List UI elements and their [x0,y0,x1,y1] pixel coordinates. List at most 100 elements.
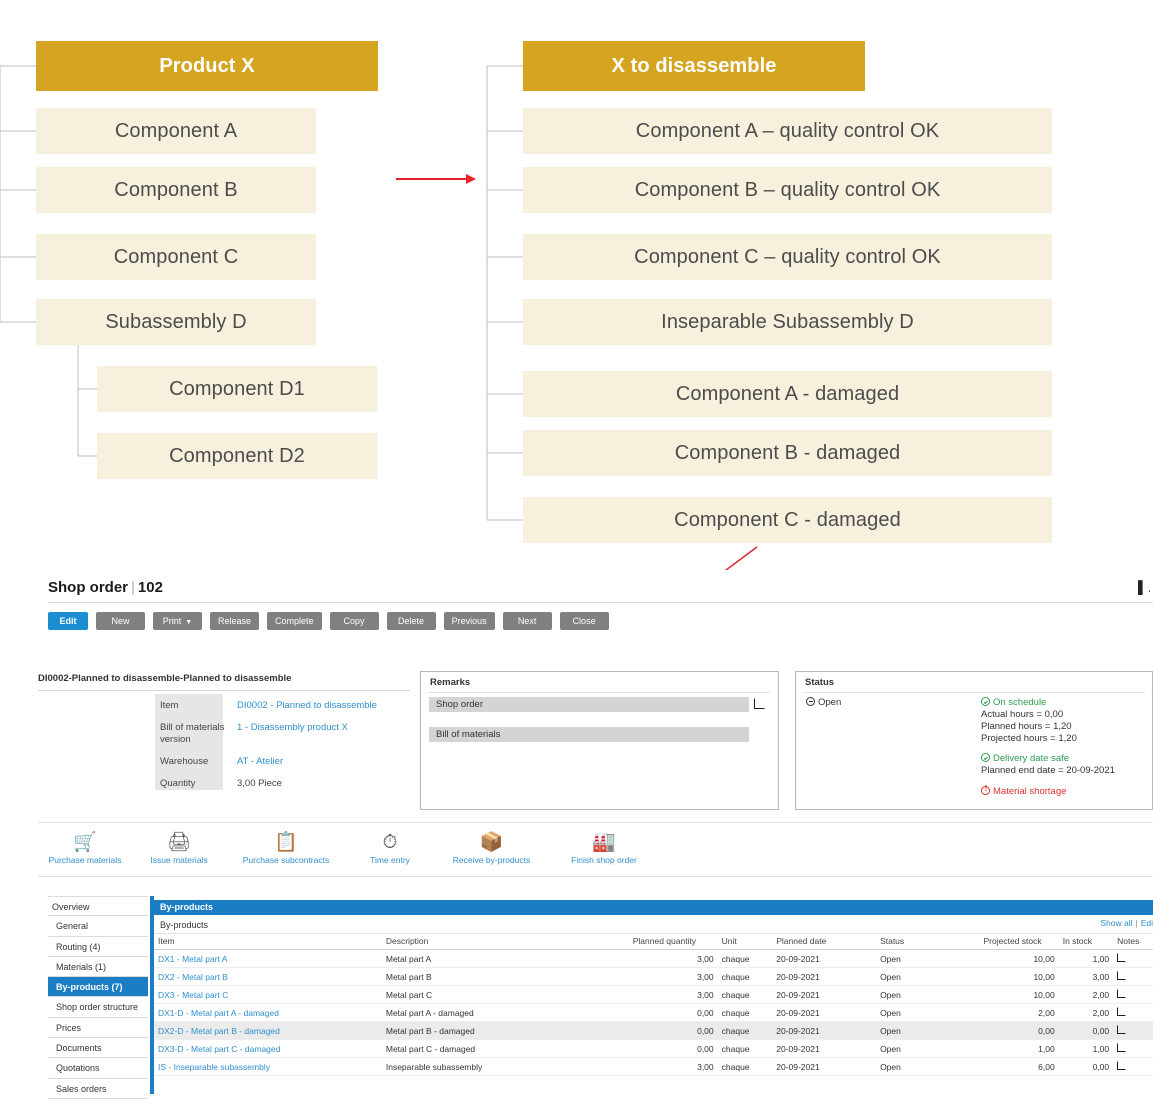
remarks-bom-field[interactable]: Bill of materials [429,727,749,742]
note-edit-icon[interactable] [1117,953,1127,962]
edit-link[interactable]: Edi [1140,918,1153,928]
cell-item[interactable]: IS - Inseparable subassembly [154,1057,382,1076]
note-edit-icon[interactable] [1117,1061,1127,1070]
cell-projected-stock[interactable]: 10,00 [979,967,1059,986]
remarks-shop-order-field[interactable]: Shop order [429,697,749,712]
cell-projected-stock[interactable]: 6,00 [979,1057,1059,1076]
cell-notes[interactable] [1113,985,1153,1004]
close-button[interactable]: Close [559,612,609,630]
sidebar-item-quotations[interactable]: Quotations [48,1058,148,1079]
cell-in-stock[interactable]: 0,00 [1058,1021,1114,1040]
purchase-subcontracts-label: Purchase subcontracts [242,855,330,865]
warehouse-value-link[interactable]: AT - Atelier [237,756,284,767]
print-button[interactable]: Print▼ [153,612,202,630]
section-sidebar: Overview General Routing (4) Materials (… [48,896,148,1099]
cell-projected-stock[interactable]: 2,00 [979,1003,1059,1022]
disassembly-diagram: Product X Component A Component B Compon… [0,41,1052,570]
cell-item[interactable]: DX2 - Metal part B [154,967,382,986]
action-strip: 🛒 Purchase materials 🖨 Issue materials 📋… [38,826,659,874]
note-edit-icon[interactable] [1117,1043,1127,1052]
time-entry-label: Time entry [370,855,410,865]
new-button[interactable]: New [96,612,145,630]
previous-button[interactable]: Previous [443,612,495,630]
cell-notes[interactable] [1113,1057,1153,1076]
sidebar-item-materials[interactable]: Materials (1) [48,957,148,978]
cell-projected-stock[interactable]: 0,00 [979,1021,1059,1040]
diagram-node-component-c-qc-ok: Component C – quality control OK [523,234,1052,280]
next-button[interactable]: Next [502,612,552,630]
delete-button[interactable]: Delete [386,612,436,630]
col-in-stock[interactable]: In stock [1058,934,1114,950]
col-status[interactable]: Status [876,934,980,950]
cell-in-stock[interactable]: 3,00 [1058,967,1114,986]
cell-item[interactable]: DX3 - Metal part C [154,985,382,1004]
note-edit-icon[interactable] [1117,989,1127,998]
cell-notes[interactable] [1113,967,1153,986]
sidebar-item-shop-order-structure[interactable]: Shop order structure [48,997,148,1018]
note-edit-icon[interactable] [1117,1025,1127,1034]
release-button[interactable]: Release [210,612,260,630]
cell-planned-date: 20-09-2021 [772,985,877,1004]
finish-shop-order-action[interactable]: 🏭 Finish shop order [549,826,659,874]
cell-in-stock[interactable]: 1,00 [1058,1039,1114,1058]
issue-materials-action[interactable]: 🖨 Issue materials [132,826,226,874]
cell-item[interactable]: DX1 - Metal part A [154,949,382,968]
sidebar-item-overview[interactable]: Overview [48,896,148,917]
receive-by-products-action[interactable]: 📦 Receive by-products [434,826,549,874]
note-edit-icon[interactable] [1117,1007,1127,1016]
sidebar-item-general[interactable]: General [48,916,148,937]
sidebar-item-sales-orders[interactable]: Sales orders [48,1079,148,1099]
col-description[interactable]: Description [381,934,629,950]
cell-item[interactable]: DX3-D - Metal part C - damaged [154,1039,382,1058]
cell-item[interactable]: DX1-D - Metal part A - damaged [154,1003,382,1022]
cell-projected-stock[interactable]: 1,00 [979,1039,1059,1058]
col-projected-stock[interactable]: Projected stock [979,934,1059,950]
col-notes[interactable]: Notes [1113,934,1153,950]
cell-in-stock[interactable]: 2,00 [1058,985,1114,1004]
transform-arrow-icon [396,174,476,184]
remarks-edit-icon[interactable] [754,698,765,709]
cell-projected-stock[interactable]: 10,00 [979,949,1059,968]
cell-unit: chaque [717,949,773,968]
purchase-materials-action[interactable]: 🛒 Purchase materials [38,826,132,874]
item-value-link[interactable]: DI0002 - Planned to disassemble [237,700,377,711]
note-edit-icon[interactable] [1117,971,1127,980]
titlebar-divider [48,602,1153,603]
col-unit[interactable]: Unit [717,934,773,950]
col-planned-date[interactable]: Planned date [772,934,877,950]
by-products-table: Item Description Planned quantity Unit P… [154,934,1153,1076]
complete-button[interactable]: Complete [267,612,322,630]
copy-button[interactable]: Copy [329,612,379,630]
time-entry-action[interactable]: ⏱ Time entry [346,826,434,874]
cell-planned-date: 20-09-2021 [772,1039,877,1058]
column-settings-icon[interactable]: ▌▲ [1138,580,1150,595]
cell-notes[interactable] [1113,1039,1153,1058]
purchase-subcontracts-action[interactable]: 📋 Purchase subcontracts [226,826,346,874]
cell-in-stock[interactable]: 2,00 [1058,1003,1114,1022]
sidebar-item-routing[interactable]: Routing (4) [48,937,148,957]
col-item[interactable]: Item [154,934,382,950]
diagram-node-component-a-damaged: Component A - damaged [523,371,1052,417]
cell-notes[interactable] [1113,949,1153,968]
cell-notes[interactable] [1113,1021,1153,1040]
cell-notes[interactable] [1113,1003,1153,1022]
cell-in-stock[interactable]: 1,00 [1058,949,1114,968]
sidebar-item-documents[interactable]: Documents [48,1038,148,1059]
sidebar-item-by-products[interactable]: By-products (7) [48,977,148,998]
cell-in-stock[interactable]: 0,00 [1058,1057,1114,1076]
sidebar-item-prices[interactable]: Prices [48,1018,148,1039]
cell-projected-stock[interactable]: 10,00 [979,985,1059,1004]
bom-version-value-link[interactable]: 1 - Disassembly product X [237,722,348,733]
cell-unit: chaque [717,1021,773,1040]
edit-button[interactable]: Edit [48,612,88,630]
cell-item[interactable]: DX2-D - Metal part B - damaged [154,1021,382,1040]
col-planned-quantity[interactable]: Planned quantity [628,934,718,950]
show-all-link[interactable]: Show all [1100,918,1133,928]
